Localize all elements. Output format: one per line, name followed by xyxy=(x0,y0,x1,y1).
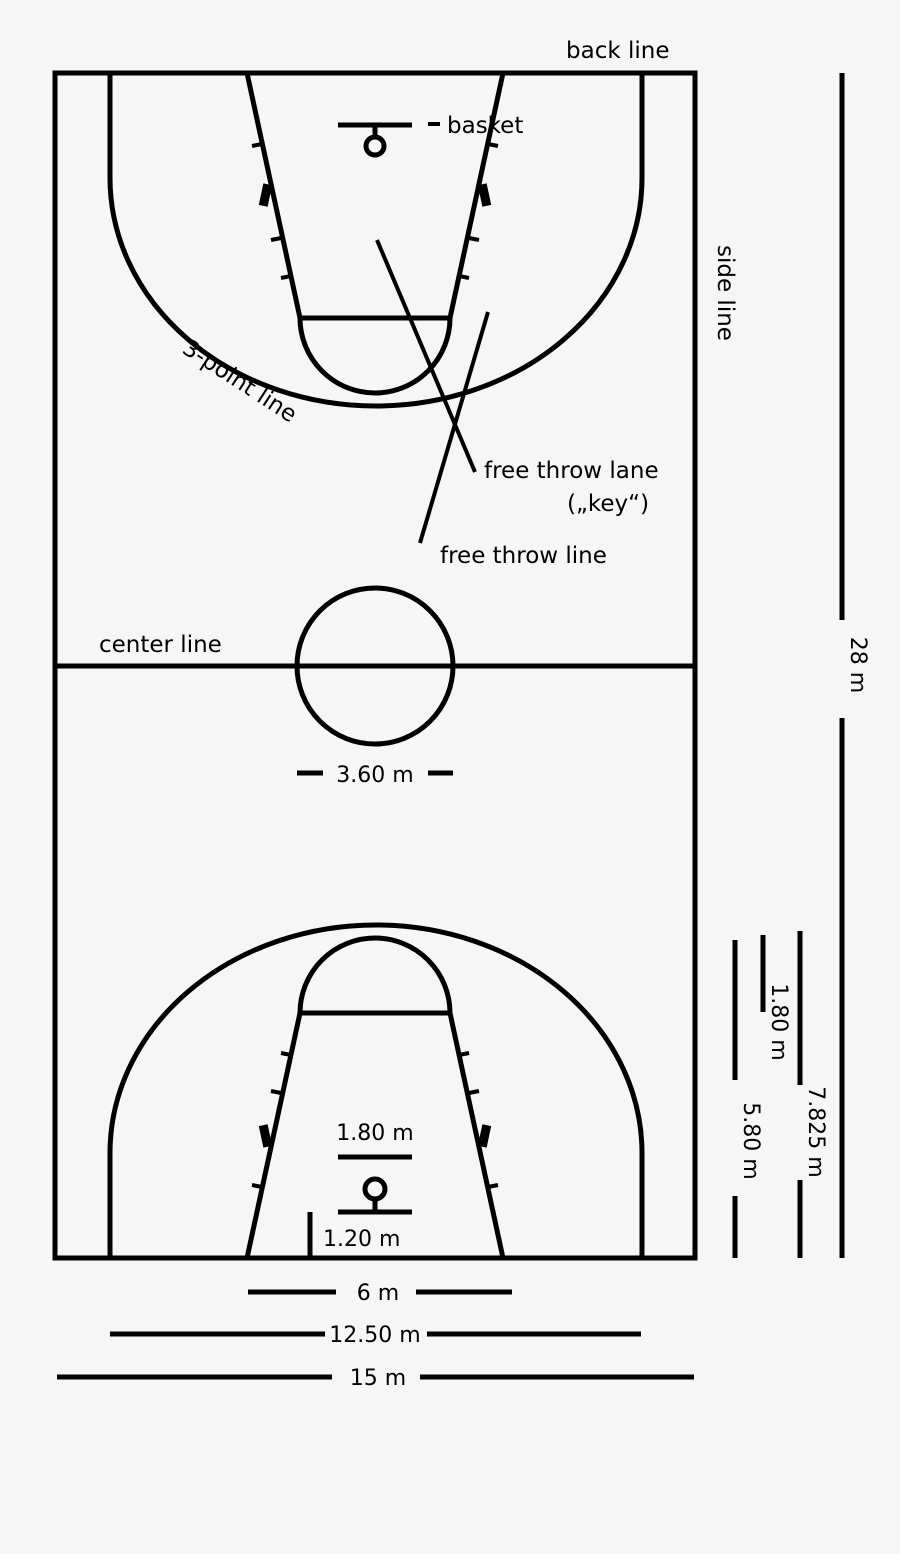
basket-overhang-label: 1.20 m xyxy=(323,1227,400,1252)
basket-label: basket xyxy=(447,113,523,139)
three-point-distance-dimension: 7.825 m xyxy=(797,931,828,1258)
backboard-offset-label: 1.80 m xyxy=(766,983,791,1060)
three-point-line-bottom xyxy=(107,922,645,1258)
basket-bottom xyxy=(338,1176,412,1215)
backboard-width-label: 1.80 m xyxy=(336,1121,413,1146)
backboard-width-dimension: 1.80 m xyxy=(336,1121,414,1160)
lane-hash-marks-top-right xyxy=(458,142,499,280)
basket-overhang-dimension: 1.20 m xyxy=(307,1212,400,1258)
court-width-label: 15 m xyxy=(350,1366,406,1391)
lane-length-dimension: 5.80 m xyxy=(732,940,763,1258)
lane-hash-marks-bottom-left xyxy=(251,1051,292,1189)
backboard-offset-dimension: 1.80 m xyxy=(760,935,791,1061)
center-line-label: center line xyxy=(99,632,222,658)
court-width-dimension: 15 m xyxy=(57,1366,694,1391)
basket-hoop-top xyxy=(363,134,387,158)
lane-hash-marks-top-left xyxy=(251,142,292,280)
three-point-width-label: 12.50 m xyxy=(329,1323,420,1348)
free-throw-circle-bottom xyxy=(297,935,453,1014)
lane-width-dimension: 6 m xyxy=(248,1281,512,1306)
center-circle-dimension: 3.60 m xyxy=(297,763,453,788)
free-throw-line-label: free throw line xyxy=(440,543,607,569)
center-circle-diameter-label: 3.60 m xyxy=(336,763,413,788)
free-throw-line-leader xyxy=(418,311,490,544)
court-length-label: 28 m xyxy=(845,637,870,693)
back-line-label: back line xyxy=(566,38,669,64)
three-point-distance-label: 7.825 m xyxy=(803,1086,828,1177)
three-point-width-dimension: 12.50 m xyxy=(110,1323,641,1348)
free-throw-lane-alt-label: („key“) xyxy=(567,491,649,517)
basket-top xyxy=(338,122,412,158)
court-length-dimension: 28 m xyxy=(839,73,870,1258)
three-point-arc-bottom xyxy=(107,922,645,1154)
lane-length-label: 5.80 m xyxy=(738,1102,763,1179)
lane-width-label: 6 m xyxy=(357,1281,399,1306)
three-point-arc-top xyxy=(107,177,645,409)
free-throw-circle-top xyxy=(297,317,453,396)
free-throw-lane-label: free throw lane xyxy=(484,458,659,484)
side-line-label: side line xyxy=(712,245,738,341)
lane-hash-marks-bottom-right xyxy=(458,1051,499,1189)
free-throw-lane-leader xyxy=(375,239,477,473)
center-circle xyxy=(294,585,456,747)
three-point-line-top xyxy=(107,73,645,409)
